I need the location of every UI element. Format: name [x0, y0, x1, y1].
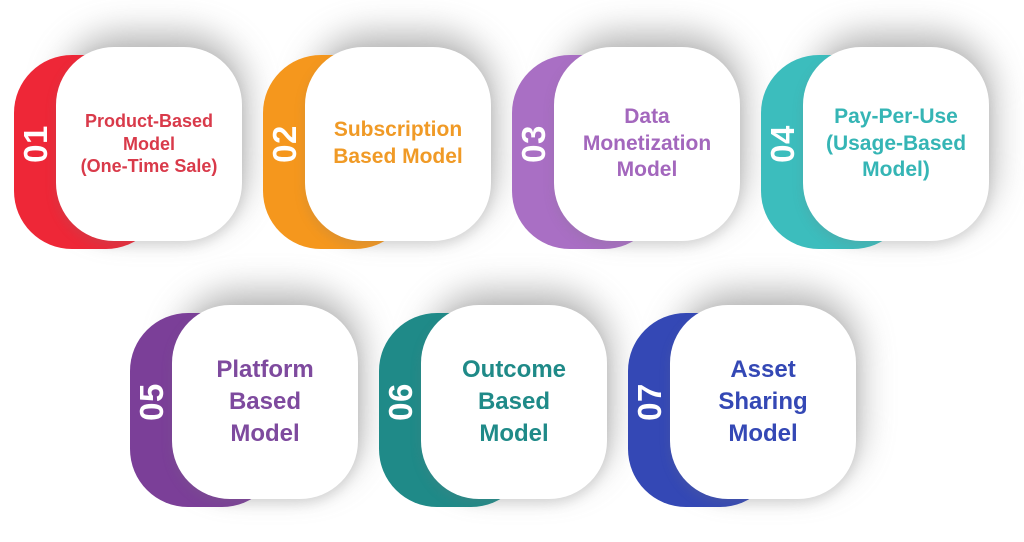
card-face: Product-Based Model (One-Time Sale) [56, 47, 242, 241]
card-face: Data Monetization Model [554, 47, 740, 241]
model-card-01[interactable]: Product-Based Model (One-Time Sale)01 [14, 33, 246, 250]
card-face: Outcome Based Model [421, 305, 607, 499]
card-title: Asset Sharing Model [718, 356, 808, 447]
card-title: Platform Based Model [216, 356, 314, 447]
card-title: Subscription Based Model [333, 118, 463, 168]
card-face: Asset Sharing Model [670, 305, 856, 499]
card-face: Platform Based Model [172, 305, 358, 499]
card-title: Data Monetization Model [582, 105, 712, 182]
card-title: Pay-Per-Use (Usage-Based Model) [825, 105, 967, 182]
model-card-04[interactable]: Pay-Per-Use (Usage-Based Model)04 [761, 33, 993, 250]
card-face: Subscription Based Model [305, 47, 491, 241]
card-title: Product-Based Model (One-Time Sale) [80, 110, 218, 177]
card-title: Outcome Based Model [461, 356, 566, 447]
card-face: Pay-Per-Use (Usage-Based Model) [803, 47, 989, 241]
